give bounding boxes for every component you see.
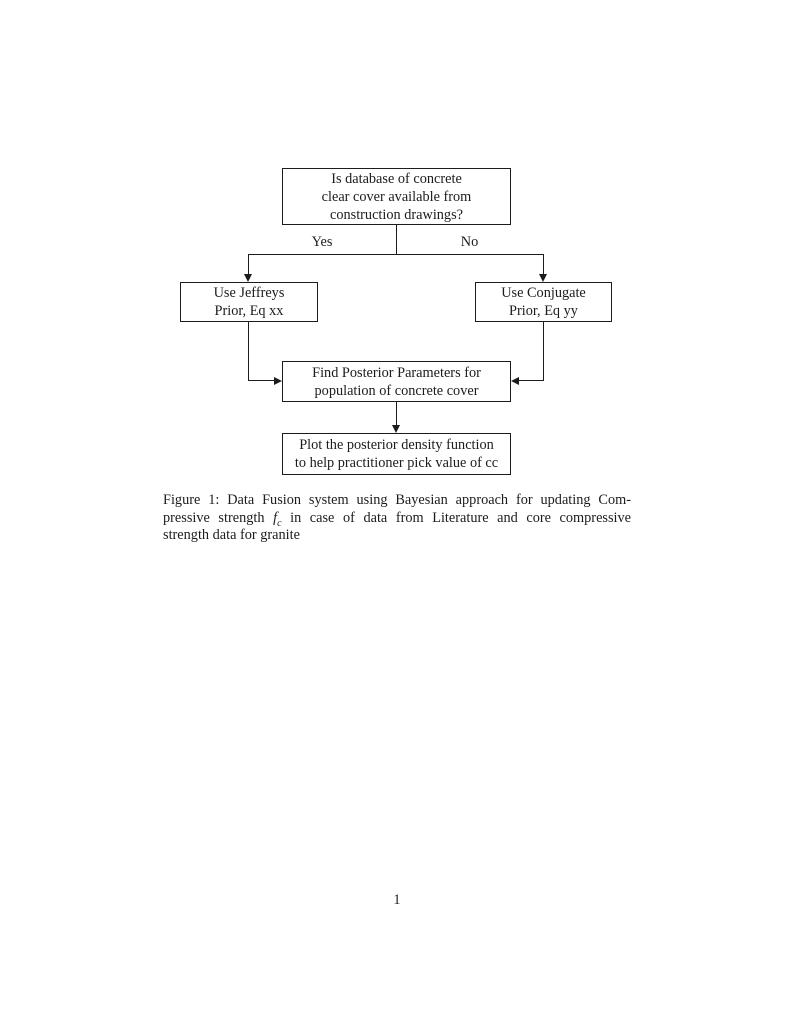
page-number: 1	[393, 892, 401, 908]
caption-line-2-after: in case of data from Literature and core…	[281, 509, 632, 526]
arrowhead-into-jeffreys-icon	[244, 274, 252, 282]
connector-jeffreys-right-line	[248, 380, 274, 381]
connector-conjugate-left-line	[518, 380, 544, 381]
fc-symbol-base: f	[273, 509, 278, 526]
caption-line-1: Figure 1: Data Fusion system using Bayes…	[163, 492, 631, 508]
connector-jeffreys-down-line	[248, 322, 249, 381]
arrowhead-into-posterior-right-icon	[511, 377, 519, 385]
arrowhead-into-plot-icon	[392, 425, 400, 433]
caption-line-3: strength data for granite	[163, 527, 300, 544]
jeffreys-box-line-2: Prior, Eq xx	[214, 303, 284, 319]
posterior-parameters-box: Find Posterior Parameters for population…	[282, 361, 511, 402]
decision-box-line-3: construction drawings?	[329, 206, 463, 223]
connector-no-down-line	[543, 254, 544, 275]
decision-box: Is database of concrete clear cover avai…	[282, 168, 511, 225]
connector-posterior-down-line	[396, 402, 397, 426]
fc-symbol-subscript: c	[277, 517, 282, 529]
branch-label-yes: Yes	[311, 234, 333, 250]
connector-yes-down-line	[248, 254, 249, 275]
plot-box-line-2: to help practitioner pick value of cc	[294, 455, 499, 471]
posterior-box-line-2: population of concrete cover	[314, 382, 479, 399]
jeffreys-box-line-1: Use Jeffreys	[213, 285, 285, 301]
connector-decision-down-line	[396, 225, 397, 254]
posterior-box-line-1: Find Posterior Parameters for	[312, 364, 481, 381]
fc-symbol: fc	[273, 509, 282, 529]
conjugate-box-line-1: Use Conjugate	[501, 285, 586, 301]
figure-caption: Figure 1: Data Fusion system using Bayes…	[163, 492, 631, 545]
arrowhead-into-posterior-left-icon	[274, 377, 282, 385]
plot-box-line-1: Plot the posterior density function	[299, 437, 494, 453]
conjugate-box-line-2: Prior, Eq yy	[509, 303, 578, 319]
branch-label-no: No	[460, 234, 479, 250]
jeffreys-prior-box: Use Jeffreys Prior, Eq xx	[180, 282, 318, 322]
caption-line-2-before: pressive strength	[163, 509, 274, 526]
caption-line-2: pressive strength fc in case of data fro…	[163, 510, 631, 528]
conjugate-prior-box: Use Conjugate Prior, Eq yy	[475, 282, 612, 322]
decision-box-line-1: Is database of concrete	[331, 170, 462, 187]
plot-density-box: Plot the posterior density function to h…	[282, 433, 511, 475]
connector-conjugate-down-line	[543, 322, 544, 381]
connector-branch-line	[248, 254, 544, 255]
arrowhead-into-conjugate-icon	[539, 274, 547, 282]
decision-box-line-2: clear cover available from	[321, 188, 472, 205]
